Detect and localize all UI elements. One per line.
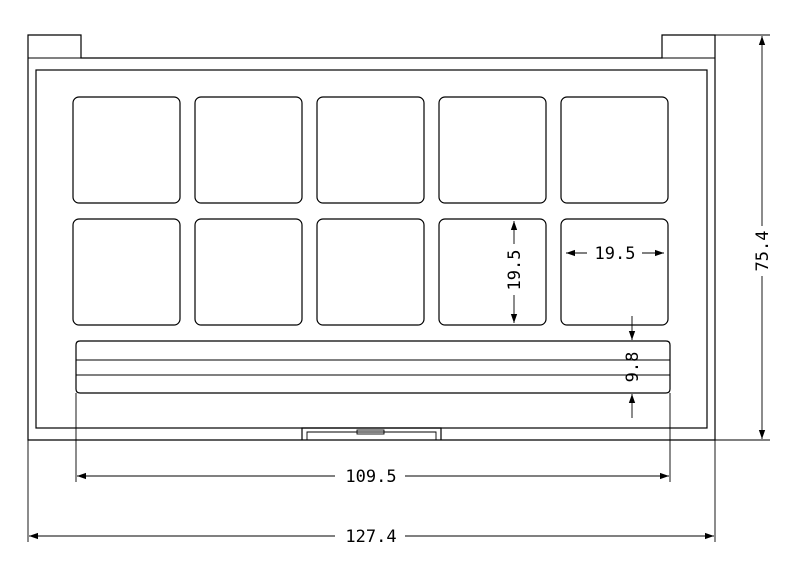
label-inner-width: 109.5 (345, 467, 396, 487)
dimension-overall-width: 127.4 (27, 440, 716, 547)
pan-grid (72, 96, 669, 326)
pan-well (194, 218, 303, 326)
label-pan-height: 19.5 (505, 250, 525, 291)
label-pan-width: 19.5 (595, 244, 636, 264)
label-tray-height: 9.8 (623, 352, 643, 383)
dimension-tray-height: 9.8 (623, 316, 643, 418)
pan-well (438, 96, 547, 204)
pan-well (560, 96, 669, 204)
latch-clip (301, 427, 442, 440)
dimension-pan-height: 19.5 (505, 221, 525, 323)
pan-well (194, 96, 303, 204)
pan-well (560, 218, 669, 326)
outer-case-outline (27, 34, 716, 441)
label-overall-height: 75.4 (753, 231, 773, 272)
label-overall-width: 127.4 (345, 527, 396, 547)
tray-outline (75, 340, 671, 394)
pan-well (438, 218, 547, 326)
pan-well (316, 96, 425, 204)
pan-well (72, 218, 181, 326)
dimension-inner-width: 109.5 (75, 393, 671, 487)
dimension-overall-height: 75.4 (715, 34, 773, 441)
pan-well (316, 218, 425, 326)
bottom-tray (75, 340, 671, 394)
dimension-pan-width: 19.5 (566, 244, 664, 264)
pan-well (72, 96, 181, 204)
